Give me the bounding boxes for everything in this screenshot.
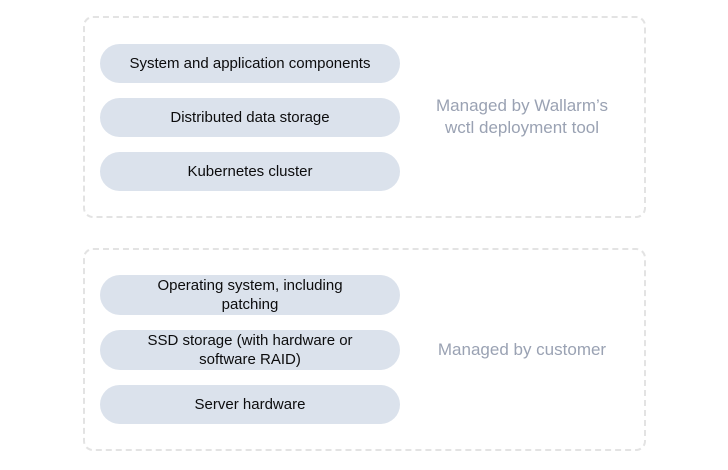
pill-text-line: Server hardware: [194, 396, 306, 413]
pill-text-line: SSD storage (with hardware or: [147, 332, 353, 349]
customer-managed-label: Managed by customer: [400, 339, 644, 361]
wallarm-managed-label: Managed by Wallarm’s wctl deployment too…: [400, 95, 644, 139]
label-text-line: Managed by Wallarm’s: [436, 96, 608, 115]
customer-managed-group: Operating system, including patching SSD…: [83, 248, 646, 451]
customer-managed-pill-column: Operating system, including patching SSD…: [100, 275, 400, 424]
pill-server-hardware: Server hardware: [100, 385, 400, 424]
pill-ssd-storage: SSD storage (with hardware or software R…: [100, 330, 400, 370]
pill-text-line: Operating system, including: [157, 277, 343, 294]
pill-text-line: Distributed data storage: [170, 108, 330, 126]
pill-text-line: Kubernetes cluster: [187, 162, 313, 180]
pill-text-line: System and application components: [129, 54, 371, 72]
pill-system-components: System and application components: [100, 43, 400, 83]
wallarm-managed-group: System and application components Distri…: [83, 16, 646, 218]
wallarm-managed-pill-column: System and application components Distri…: [100, 43, 400, 191]
pill-kubernetes-cluster: Kubernetes cluster: [100, 151, 400, 191]
pill-distributed-data-storage: Distributed data storage: [100, 97, 400, 137]
label-text-line: Managed by customer: [437, 339, 607, 359]
pill-text-line: software RAID): [199, 351, 301, 368]
label-text-line: wctl deployment tool: [444, 118, 600, 137]
pill-text-line: patching: [221, 296, 279, 313]
pill-operating-system: Operating system, including patching: [100, 275, 400, 315]
